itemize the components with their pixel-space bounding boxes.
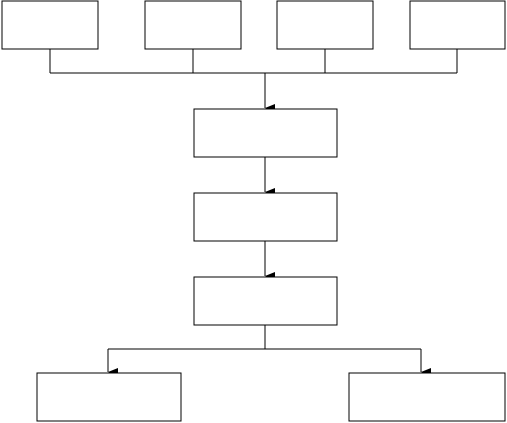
- split-connector: [108, 325, 421, 350]
- merge-connector: [49, 49, 458, 74]
- input-box-4: [409, 0, 506, 50]
- output-box-left: [36, 372, 182, 422]
- input-box-2: [144, 0, 242, 50]
- step-box-2: [193, 192, 338, 242]
- output-box-right: [348, 372, 506, 422]
- step-box-1: [193, 108, 338, 158]
- step-box-3: [193, 276, 338, 326]
- input-box-1: [1, 0, 99, 50]
- input-box-3: [276, 0, 374, 50]
